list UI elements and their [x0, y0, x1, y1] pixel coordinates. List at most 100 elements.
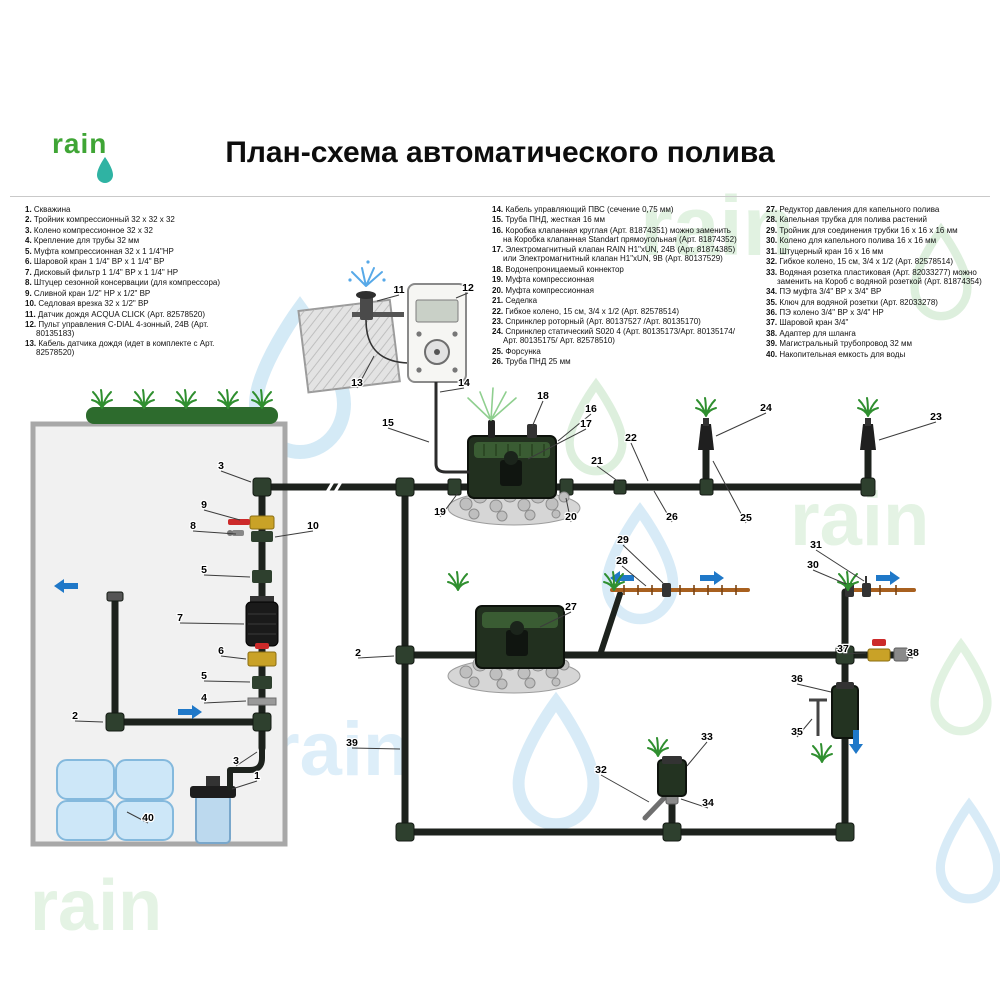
legend-item: 16. Коробка клапанная круглая (Арт. 8187… [492, 225, 737, 244]
legend-item: 15. Труба ПНД, жесткая 16 мм [492, 215, 605, 225]
control-cable [434, 382, 470, 474]
svg-text:25: 25 [740, 512, 752, 524]
valve-box-2 [447, 605, 581, 694]
legend-item: 14. Кабель управляющий ПВС (сечение 0,75… [492, 205, 674, 214]
svg-text:12: 12 [462, 282, 474, 294]
svg-text:2: 2 [72, 710, 78, 722]
page-title: План-схема автоматического полива [225, 136, 775, 169]
svg-text:22: 22 [625, 432, 637, 444]
svg-text:16: 16 [585, 403, 597, 415]
legend-item: 18. Водонепроницаемый коннектор [492, 264, 624, 274]
legend-item: 4. Крепление для трубы 32 мм [25, 236, 140, 246]
grass-tufts [447, 571, 859, 591]
valve-box-1 [447, 387, 581, 526]
sensor-cable [365, 319, 409, 364]
legend-item: 39. Магистральный трубопровод 32 мм [766, 339, 913, 349]
svg-text:17: 17 [580, 418, 592, 430]
watermark-rain-text: rain [30, 866, 162, 946]
svg-text:18: 18 [537, 390, 549, 402]
legend-item: 35. Ключ для водяной розетки (Арт. 82033… [766, 297, 938, 307]
legend-item: 36. ПЭ колено 3/4" ВР х 3/4" НР [766, 308, 884, 318]
legend-item: 7. Дисковый фильтр 1 1/4" ВР х 1 1/4" НР [25, 267, 179, 277]
watermark-rain-text: rain [640, 179, 794, 273]
watermark-rain-text: rain [790, 477, 929, 562]
legend-item: 19. Муфта компрессионная [492, 275, 594, 285]
svg-text:38: 38 [907, 647, 919, 659]
svg-text:11: 11 [393, 284, 404, 296]
legend-item: 6. Шаровой кран 1 1/4" ВР х 1 1/4" ВР [25, 257, 165, 267]
svg-text:27: 27 [565, 601, 577, 613]
svg-text:26: 26 [666, 511, 678, 523]
legend-item: 10. Седловая врезка 32 х 1/2" ВР [25, 299, 149, 309]
svg-text:23: 23 [930, 411, 942, 423]
legend-item: 37. Шаровой кран 3/4" [766, 318, 849, 328]
svg-text:5: 5 [201, 564, 207, 576]
svg-text:36: 36 [791, 673, 803, 685]
legend-item: 24. Спринклер статический S020 4 (Арт. 8… [492, 327, 735, 346]
hose-tap [867, 639, 909, 662]
rotor-sprinkler-23 [857, 397, 879, 450]
svg-text:39: 39 [346, 737, 358, 749]
svg-text:3: 3 [218, 460, 224, 472]
legend-item: 31. Штуцерный кран 16 х 16 мм [766, 246, 884, 256]
svg-text:10: 10 [307, 520, 319, 532]
svg-text:7: 7 [177, 612, 183, 624]
legend-item: 3. Колено компрессионное 32 х 32 [25, 225, 153, 235]
irrigation-controller [407, 283, 467, 383]
valve-assembly [227, 515, 279, 706]
svg-text:1: 1 [254, 770, 260, 782]
legend-item: 1. Скважина [25, 205, 71, 214]
legend-item: 27. Редуктор давления для капельного пол… [766, 205, 940, 214]
legend-item: 32. Гибкое колено, 15 см, 3/4 х 1/2 (Арт… [766, 257, 954, 267]
svg-text:8: 8 [190, 520, 196, 532]
svg-text:4: 4 [201, 692, 207, 704]
svg-text:40: 40 [142, 812, 154, 824]
svg-text:20: 20 [565, 511, 577, 523]
legend-item: 11. Датчик дождя ACQUA CLICK (Арт. 82578… [25, 309, 205, 319]
legend-column-2: 14. Кабель управляющий ПВС (сечение 0,75… [492, 205, 737, 369]
svg-text:28: 28 [616, 555, 628, 567]
water-outlet-right [809, 682, 859, 763]
legend-item: 5. Муфта компрессионная 32 х 1 1/4"НР [25, 246, 174, 256]
legend-column-3: 27. Редуктор давления для капельного пол… [766, 205, 992, 361]
legend-item: 22. Гибкое колено, 15 см, 3/4 х 1/2 (Арт… [492, 306, 680, 316]
svg-text:3: 3 [233, 755, 239, 767]
svg-text:5: 5 [201, 670, 207, 682]
rain-logo-drop-icon [94, 156, 116, 191]
rain-logo-text: rain [52, 128, 108, 159]
borehole [190, 776, 236, 844]
svg-text:30: 30 [807, 559, 819, 571]
pipe-fittings [105, 477, 876, 842]
svg-text:2: 2 [355, 647, 361, 659]
legend-item: 26. Труба ПНД 25 мм [492, 357, 571, 367]
static-sprinkler-24 [695, 397, 717, 450]
legend-item: 21. Седелка [492, 296, 538, 306]
legend-item: 25. Форсунка [492, 346, 541, 356]
svg-text:19: 19 [434, 506, 446, 518]
pipe-break-marks [322, 476, 346, 498]
legend-item: 13. Кабель датчика дождя (идет в комплек… [25, 339, 215, 358]
legend-item: 28. Капельная трубка для полива растений [766, 215, 928, 225]
rain-sensor [348, 260, 404, 320]
svg-text:34: 34 [702, 797, 714, 809]
svg-text:9: 9 [201, 499, 207, 511]
rain-logo: rain [52, 128, 142, 190]
legend-item: 33. Водяная розетка пластиковая (Арт. 82… [766, 267, 982, 286]
svg-text:29: 29 [617, 534, 629, 546]
legend-item: 20. Муфта компрессионная [492, 285, 594, 295]
legend-item: 23. Спринклер роторный (Арт. 80137527 /А… [492, 316, 701, 326]
header-divider [10, 196, 990, 197]
legend-item: 38. Адаптер для шланга [766, 328, 856, 338]
mounting-wall [297, 298, 401, 394]
svg-text:24: 24 [760, 402, 772, 414]
svg-text:13: 13 [351, 377, 363, 389]
svg-text:31: 31 [810, 539, 822, 551]
legend-item: 17. Электромагнитный клапан RAIN H1"хUN,… [492, 245, 736, 264]
legend-item: 29. Тройник для соединения трубки 16 х 1… [766, 225, 958, 235]
svg-text:33: 33 [701, 731, 713, 743]
svg-text:21: 21 [591, 455, 603, 467]
water-outlet-bottom [642, 737, 687, 821]
